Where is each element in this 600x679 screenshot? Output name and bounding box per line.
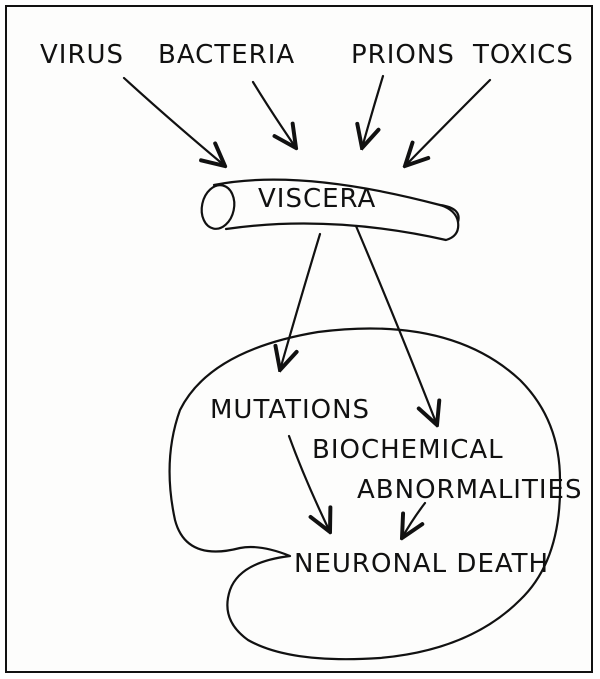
arrow-bacteria-to-viscera [253, 82, 296, 148]
label-neuronal-death: NEURONAL DEATH [294, 549, 549, 579]
label-mutations: MUTATIONS [210, 395, 370, 425]
arrow-viscera-to-mutations [280, 234, 320, 370]
arrow-abnormalities-to-death [402, 503, 425, 538]
arrow-virus-to-viscera [124, 78, 225, 166]
source-bacteria: BACTERIA [158, 40, 295, 70]
arrow-toxics-to-viscera [405, 80, 490, 166]
label-biochemical-line2: ABNORMALITIES [357, 475, 582, 505]
arrow-prions-to-viscera [362, 76, 383, 148]
organ-label: VISCERA [258, 184, 376, 214]
source-prions: PRIONS [351, 40, 455, 70]
source-toxics: TOXICS [472, 40, 574, 70]
source-virus: VIRUS [40, 40, 124, 70]
label-biochemical-line1: BIOCHEMICAL [312, 435, 504, 465]
